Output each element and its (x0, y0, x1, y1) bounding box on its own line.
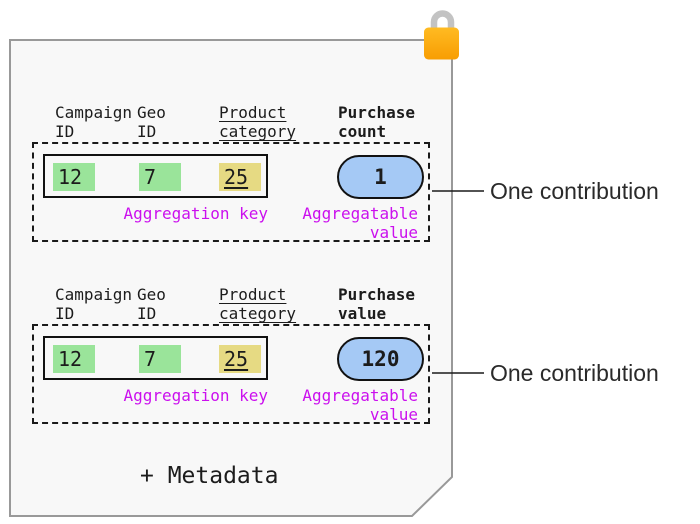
key-cell-product-category: 25 (219, 163, 261, 191)
header-line: Campaign (55, 285, 133, 304)
key-cell-campaign-id: 12 (53, 345, 95, 373)
contribution-dashed-box (32, 324, 430, 424)
key-cell-product-category: 25 (219, 345, 261, 373)
header-line: Geo (137, 285, 166, 304)
header-line: value (338, 304, 387, 323)
header-line: ID (55, 122, 75, 141)
header-line: count (338, 122, 387, 141)
header-line: Geo (137, 103, 166, 122)
aggregation-key-label: Aggregation key (123, 204, 269, 223)
aggregatable-value-pill: 120 (337, 337, 424, 381)
one-contribution-annotation: One contribution (490, 360, 659, 386)
report-card-shape (9, 39, 453, 517)
one-contribution-annotation: One contribution (490, 178, 659, 204)
key-cell-campaign-id: 12 (53, 163, 95, 191)
header-line: Purchase (338, 285, 416, 304)
aggregation-key-box: 12 7 25 (43, 154, 268, 198)
aggregatable-value-label: Aggregatable value (302, 204, 418, 242)
header-line: Product (219, 103, 287, 122)
metadata-label: + Metadata (140, 463, 279, 489)
header-line: Product (219, 285, 287, 304)
header-line: category (219, 304, 297, 323)
aggregation-key-label: Aggregation key (123, 386, 269, 405)
aggregatable-value-pill: 1 (337, 155, 424, 199)
key-cell-geo-id: 7 (139, 345, 181, 373)
header-line: ID (137, 122, 157, 141)
header-line: Purchase (338, 103, 416, 122)
header-line: Campaign (55, 103, 133, 122)
lock-body (424, 27, 459, 60)
lock-icon (424, 10, 459, 60)
key-cell-geo-id: 7 (139, 163, 181, 191)
header-line: ID (55, 304, 75, 323)
header-line: category (219, 122, 297, 141)
lock-shackle (430, 10, 455, 38)
aggregatable-value-label: Aggregatable value (302, 386, 418, 424)
contribution-dashed-box (32, 142, 430, 242)
aggregation-key-box: 12 7 25 (43, 336, 268, 380)
header-line: ID (137, 304, 157, 323)
